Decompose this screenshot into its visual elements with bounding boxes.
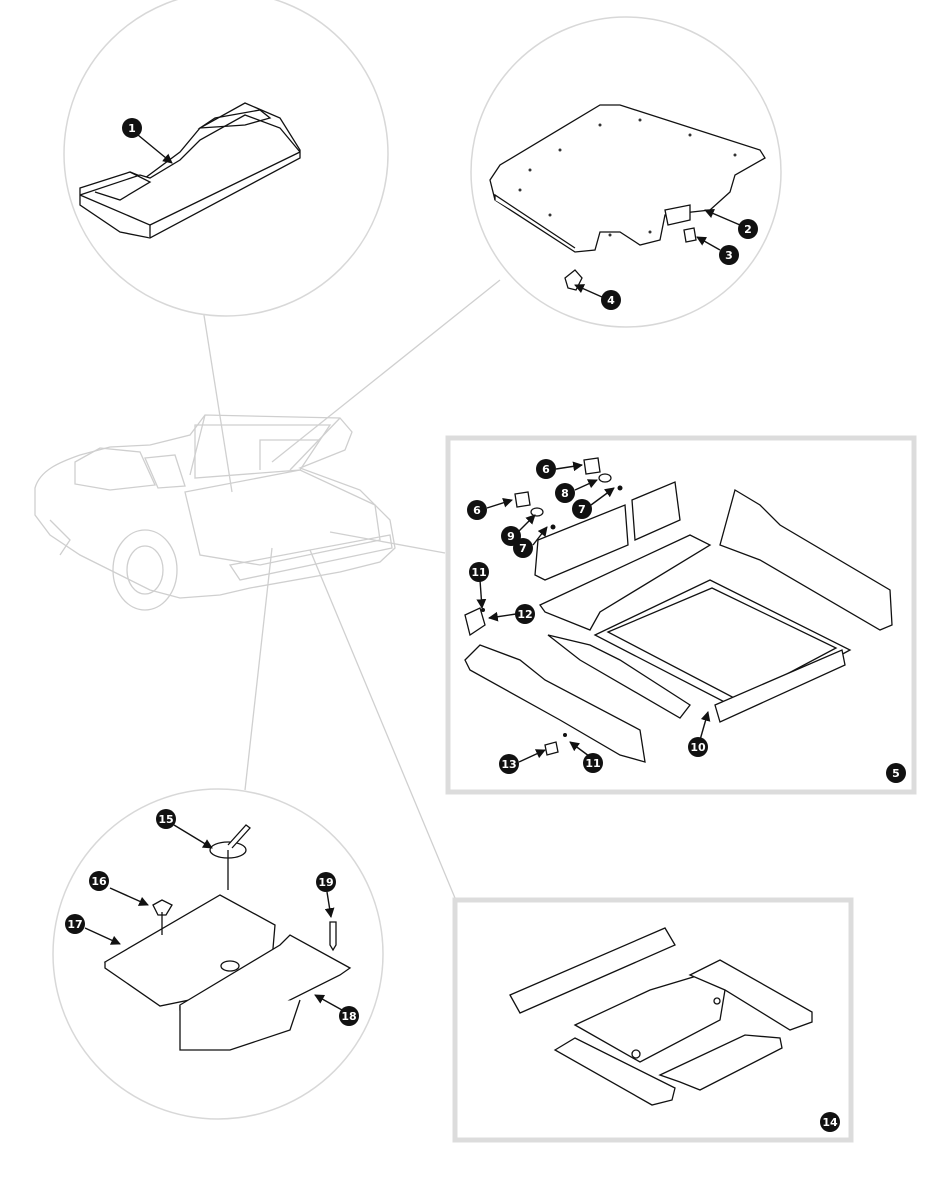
svg-text:6: 6 (542, 463, 550, 476)
car-outline (34, 414, 396, 611)
label-5: 5 (886, 763, 906, 783)
label-17: 17 (65, 914, 85, 934)
label-12: 12 (515, 604, 535, 624)
label-6a: 6 (536, 459, 556, 479)
svg-text:10: 10 (690, 741, 706, 754)
svg-text:11: 11 (585, 757, 600, 770)
label-2: 2 (738, 219, 758, 239)
label-18: 18 (339, 1006, 359, 1026)
svg-text:8: 8 (561, 487, 569, 500)
label-10: 10 (688, 737, 708, 757)
svg-text:3: 3 (725, 249, 733, 262)
label-11a: 11 (469, 562, 489, 582)
leader-lines (199, 279, 501, 899)
label-7a: 7 (572, 499, 592, 519)
callout-badges: 1 2 3 4 6 6 8 7 9 7 11 12 10 13 11 5 15 … (65, 118, 906, 1132)
svg-text:7: 7 (578, 503, 586, 516)
label-4: 4 (601, 290, 621, 310)
svg-text:14: 14 (822, 1116, 838, 1129)
label-14: 14 (820, 1112, 840, 1132)
svg-text:17: 17 (67, 918, 82, 931)
svg-text:12: 12 (517, 608, 532, 621)
label-19: 19 (316, 872, 336, 892)
svg-text:5: 5 (892, 767, 900, 780)
label-8: 8 (555, 483, 575, 503)
label-13: 13 (499, 754, 519, 774)
mat-box-14 (452, 897, 854, 1143)
svg-text:19: 19 (318, 876, 333, 889)
callout-circle-2 (470, 16, 782, 328)
svg-text:18: 18 (341, 1010, 356, 1023)
label-7b: 7 (513, 538, 533, 558)
label-11b: 11 (583, 753, 603, 773)
callout-circle-3 (52, 788, 384, 1120)
label-6b: 6 (467, 500, 487, 520)
svg-text:11: 11 (471, 566, 486, 579)
svg-text:4: 4 (607, 294, 615, 307)
svg-text:7: 7 (519, 542, 527, 555)
svg-text:2: 2 (744, 223, 752, 236)
callout-circle-1 (63, 0, 389, 317)
label-16: 16 (89, 871, 109, 891)
label-3: 3 (719, 245, 739, 265)
label-1: 1 (122, 118, 142, 138)
svg-text:13: 13 (501, 758, 516, 771)
svg-text:9: 9 (507, 530, 515, 543)
svg-text:16: 16 (91, 875, 107, 888)
label-15: 15 (156, 809, 176, 829)
pointer-arrows (84, 134, 741, 1011)
svg-text:1: 1 (128, 122, 136, 135)
svg-text:15: 15 (158, 813, 173, 826)
svg-text:6: 6 (473, 504, 481, 517)
